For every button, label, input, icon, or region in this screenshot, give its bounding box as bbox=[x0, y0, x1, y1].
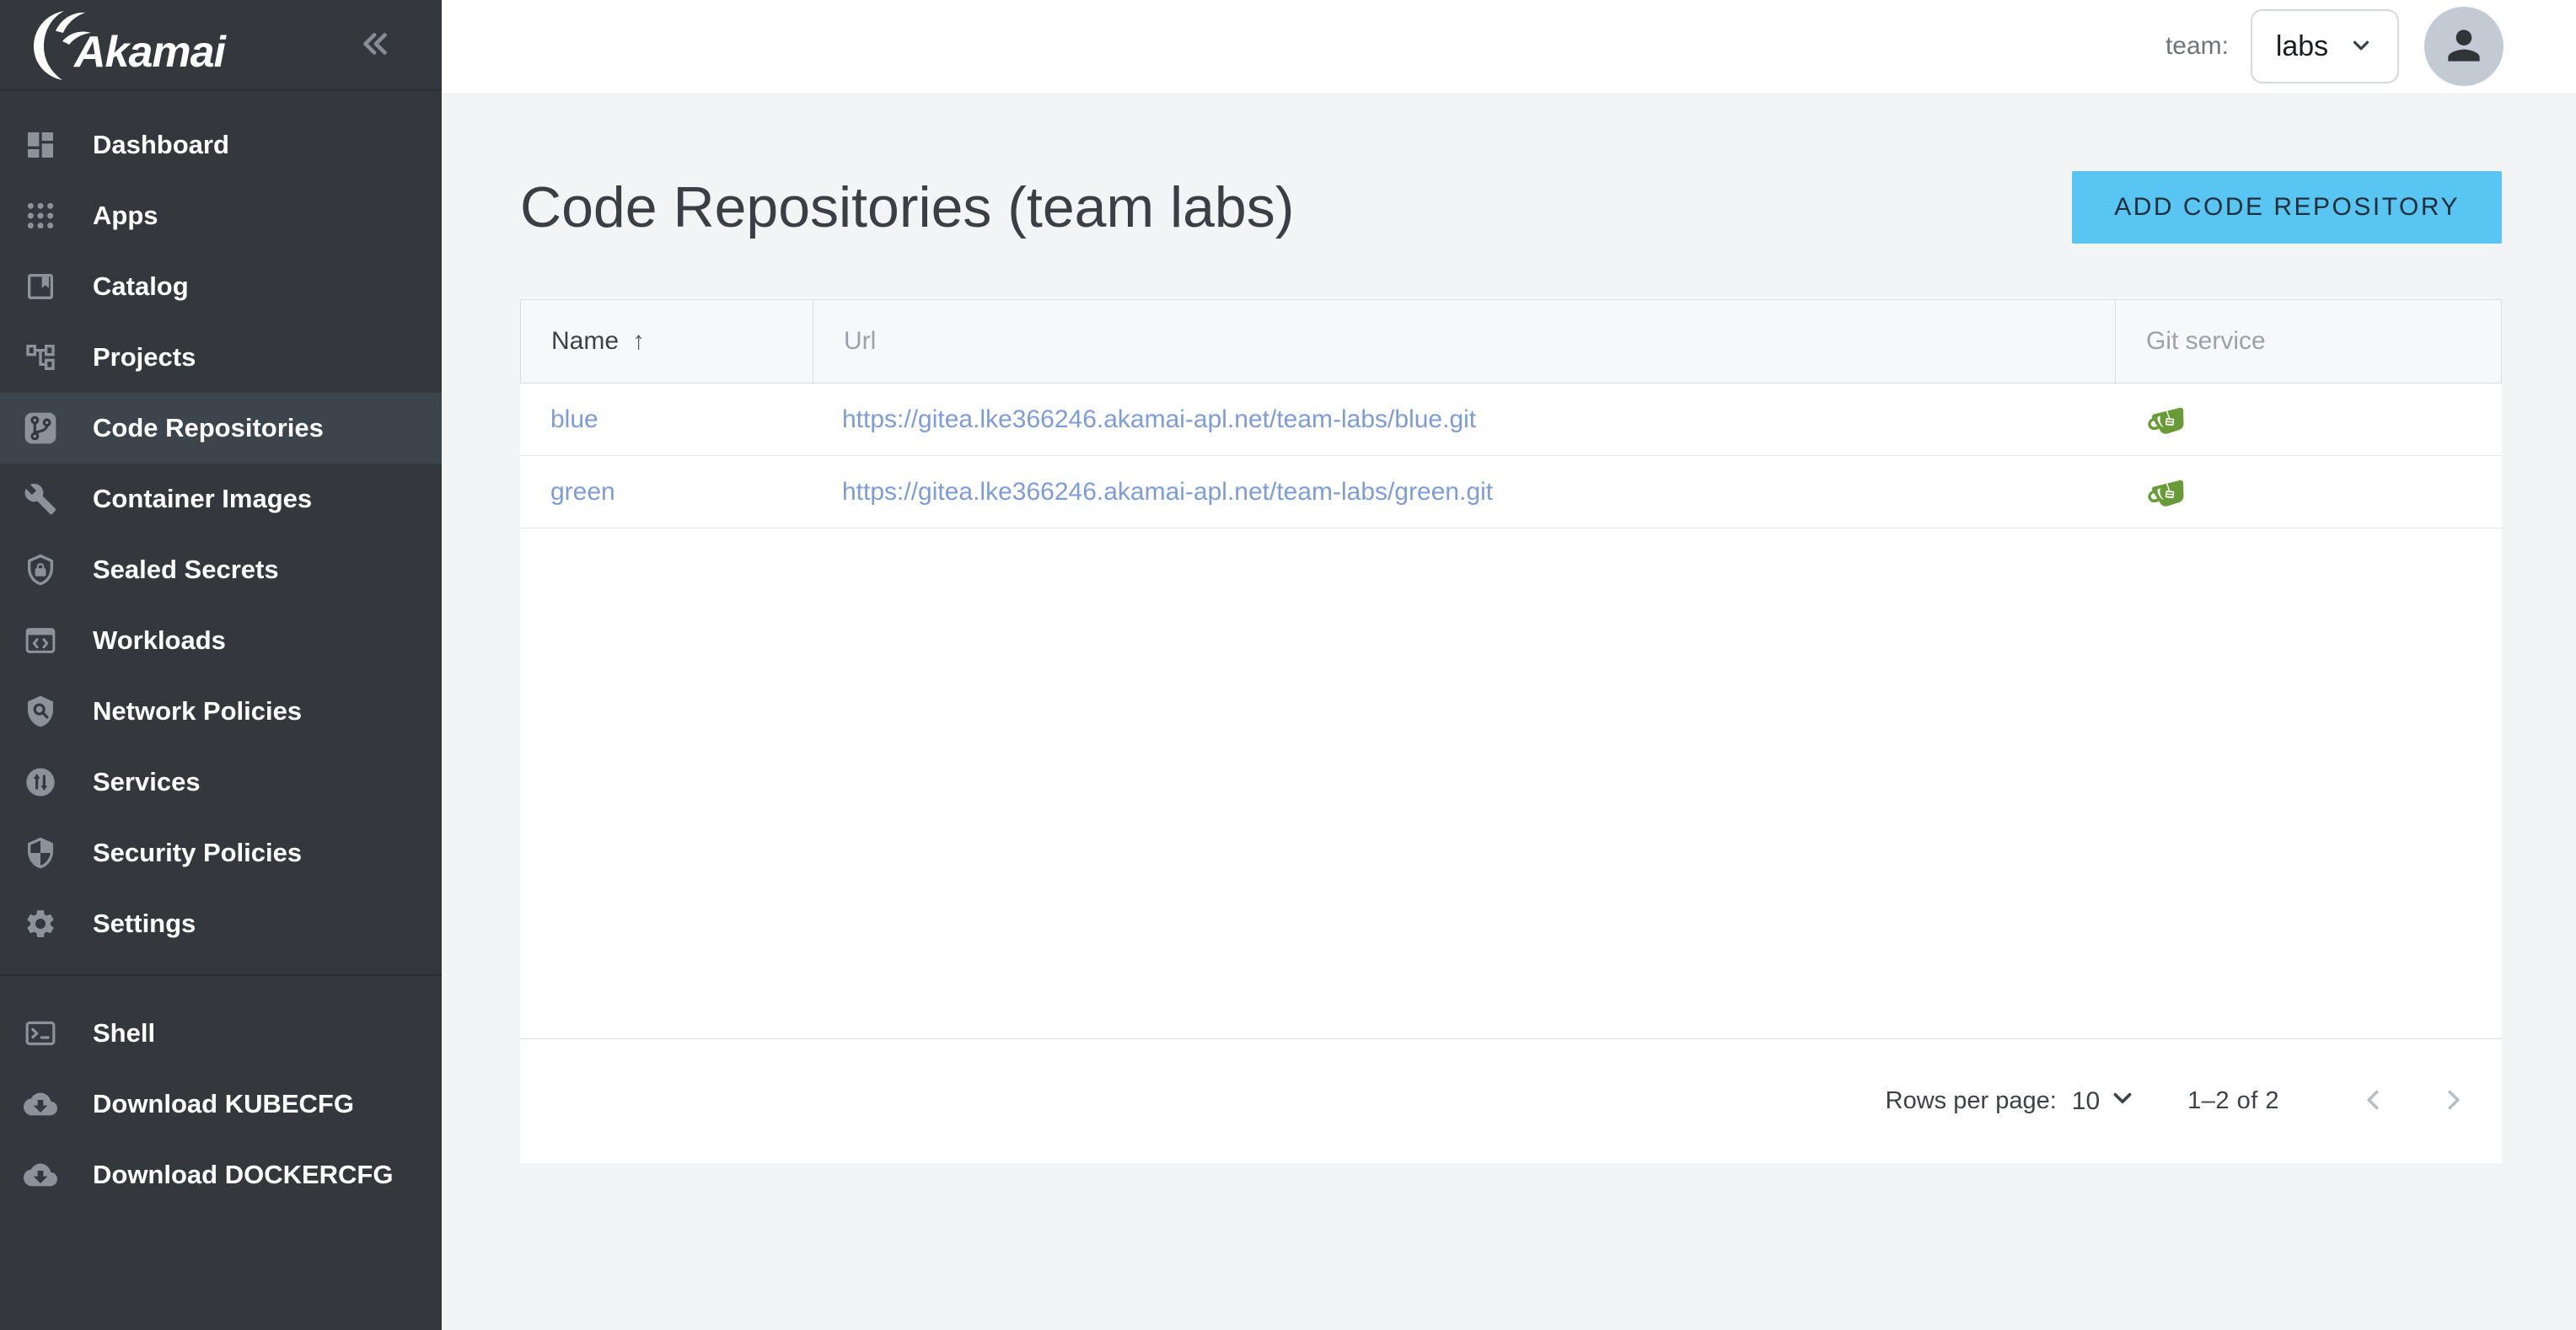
sidebar-item-label: Services bbox=[93, 767, 201, 796]
sidebar-header: Akamai bbox=[0, 0, 442, 91]
sidebar-footer-nav: Shell Download KUBECFG Download DOCKERCF… bbox=[0, 998, 442, 1210]
chevron-left-icon bbox=[2357, 1084, 2389, 1118]
sidebar-item-label: Workloads bbox=[93, 625, 226, 655]
repo-url-link[interactable]: https://gitea.lke366246.akamai-apl.net/t… bbox=[842, 405, 1477, 433]
chevron-down-icon bbox=[2108, 1084, 2137, 1119]
wrench-icon bbox=[24, 482, 57, 516]
sidebar-item-label: Network Policies bbox=[93, 696, 303, 726]
akamai-logo-text: Akamai bbox=[72, 28, 228, 77]
swap-circle-icon bbox=[24, 765, 57, 799]
column-header-name-label: Name bbox=[551, 327, 620, 355]
column-header-name[interactable]: Name ↑ bbox=[521, 300, 813, 383]
akamai-logo: Akamai bbox=[25, 6, 278, 83]
repo-name-link[interactable]: green bbox=[550, 477, 615, 506]
git-branch-icon bbox=[24, 411, 57, 445]
window-code-icon bbox=[24, 624, 57, 657]
sidebar-item-security-policies[interactable]: Security Policies bbox=[0, 818, 442, 888]
next-page-button[interactable] bbox=[2438, 1084, 2470, 1118]
rows-per-page-select[interactable]: 10 bbox=[2072, 1084, 2137, 1119]
repo-url-link[interactable]: https://gitea.lke366246.akamai-apl.net/t… bbox=[842, 477, 1494, 506]
table-header-row: Name ↑ Url Git service bbox=[520, 299, 2502, 383]
sidebar-item-label: Download DOCKERCFG bbox=[93, 1160, 394, 1189]
person-icon bbox=[2440, 22, 2487, 72]
gitea-icon bbox=[2144, 396, 2192, 443]
pagination-bar: Rows per page: 10 1–2 of 2 bbox=[520, 1038, 2502, 1163]
sidebar-divider bbox=[0, 974, 442, 976]
sidebar-item-shell[interactable]: Shell bbox=[0, 998, 442, 1069]
apps-grid-icon bbox=[24, 199, 57, 233]
team-label: team: bbox=[2165, 32, 2229, 60]
sidebar-item-projects[interactable]: Projects bbox=[0, 322, 442, 393]
sidebar-item-services[interactable]: Services bbox=[0, 747, 442, 818]
sidebar-item-label: Apps bbox=[93, 201, 158, 230]
add-code-repository-button[interactable]: ADD CODE REPOSITORY bbox=[2072, 171, 2502, 244]
sidebar-nav: Dashboard Apps Catalog Projects Code Rep… bbox=[0, 91, 442, 959]
dashboard-icon bbox=[24, 128, 57, 162]
rows-per-page-label: Rows per page: bbox=[1885, 1087, 2057, 1114]
sidebar-item-sealed-secrets[interactable]: Sealed Secrets bbox=[0, 534, 442, 605]
sidebar-item-label: Sealed Secrets bbox=[93, 555, 279, 584]
sidebar-item-label: Dashboard bbox=[93, 130, 229, 159]
rows-per-page-value: 10 bbox=[2071, 1086, 2101, 1115]
code-repositories-table: Name ↑ Url Git service blue https://gite… bbox=[520, 299, 2502, 1163]
team-select[interactable]: labs bbox=[2251, 9, 2399, 83]
table-empty-area bbox=[520, 528, 2502, 1038]
sidebar-item-dashboard[interactable]: Dashboard bbox=[0, 110, 442, 180]
sidebar-item-label: Download KUBECFG bbox=[93, 1089, 354, 1118]
sidebar-item-catalog[interactable]: Catalog bbox=[0, 251, 442, 322]
chevron-right-icon bbox=[2438, 1084, 2470, 1118]
main-content: Code Repositories (team labs) ADD CODE R… bbox=[442, 93, 2576, 1330]
arrow-up-icon: ↑ bbox=[632, 327, 646, 355]
sidebar-item-label: Shell bbox=[93, 1018, 156, 1048]
sidebar: Akamai Dashboard Apps Catalog Projects C… bbox=[0, 0, 442, 1330]
sidebar-item-container-images[interactable]: Container Images bbox=[0, 464, 442, 534]
user-avatar-button[interactable] bbox=[2424, 7, 2504, 86]
sidebar-item-download-kubecfg[interactable]: Download KUBECFG bbox=[0, 1069, 442, 1140]
column-header-git-service[interactable]: Git service bbox=[2115, 300, 2501, 383]
sidebar-item-label: Catalog bbox=[93, 271, 189, 301]
gear-icon bbox=[24, 907, 57, 941]
sidebar-collapse-button[interactable] bbox=[356, 24, 394, 66]
terminal-icon bbox=[24, 1016, 57, 1050]
chevron-down-icon bbox=[2348, 33, 2374, 61]
double-chevron-left-icon bbox=[356, 24, 394, 66]
gitea-icon bbox=[2144, 469, 2192, 516]
team-select-value: labs bbox=[2275, 29, 2329, 62]
previous-page-button[interactable] bbox=[2357, 1084, 2389, 1118]
catalog-book-icon bbox=[24, 270, 57, 303]
table-row: blue https://gitea.lke366246.akamai-apl.… bbox=[520, 383, 2502, 456]
shield-search-icon bbox=[24, 694, 57, 728]
cloud-download-icon bbox=[24, 1087, 57, 1121]
table-row: green https://gitea.lke366246.akamai-apl… bbox=[520, 456, 2502, 528]
table-body: blue https://gitea.lke366246.akamai-apl.… bbox=[520, 383, 2502, 528]
sidebar-item-download-dockercfg[interactable]: Download DOCKERCFG bbox=[0, 1140, 442, 1210]
sidebar-item-label: Security Policies bbox=[93, 838, 303, 867]
pagination-range: 1–2 of 2 bbox=[2187, 1087, 2279, 1114]
sidebar-item-code-repositories[interactable]: Code Repositories bbox=[0, 393, 442, 464]
repo-name-link[interactable]: blue bbox=[550, 405, 598, 433]
sidebar-item-label: Settings bbox=[93, 909, 196, 938]
sidebar-item-apps[interactable]: Apps bbox=[0, 180, 442, 251]
sidebar-item-label: Projects bbox=[93, 342, 196, 372]
sidebar-item-network-policies[interactable]: Network Policies bbox=[0, 676, 442, 747]
sidebar-item-workloads[interactable]: Workloads bbox=[0, 605, 442, 676]
shield-half-icon bbox=[24, 836, 57, 870]
page-title: Code Repositories (team labs) bbox=[520, 175, 1295, 239]
sidebar-item-label: Code Repositories bbox=[93, 413, 324, 442]
projects-tree-icon bbox=[24, 341, 57, 374]
shield-lock-icon bbox=[24, 553, 57, 587]
sidebar-item-settings[interactable]: Settings bbox=[0, 888, 442, 959]
cloud-download-icon bbox=[24, 1158, 57, 1192]
sidebar-item-label: Container Images bbox=[93, 484, 313, 513]
column-header-url[interactable]: Url bbox=[813, 300, 2115, 383]
topbar: team: labs bbox=[442, 0, 2576, 93]
